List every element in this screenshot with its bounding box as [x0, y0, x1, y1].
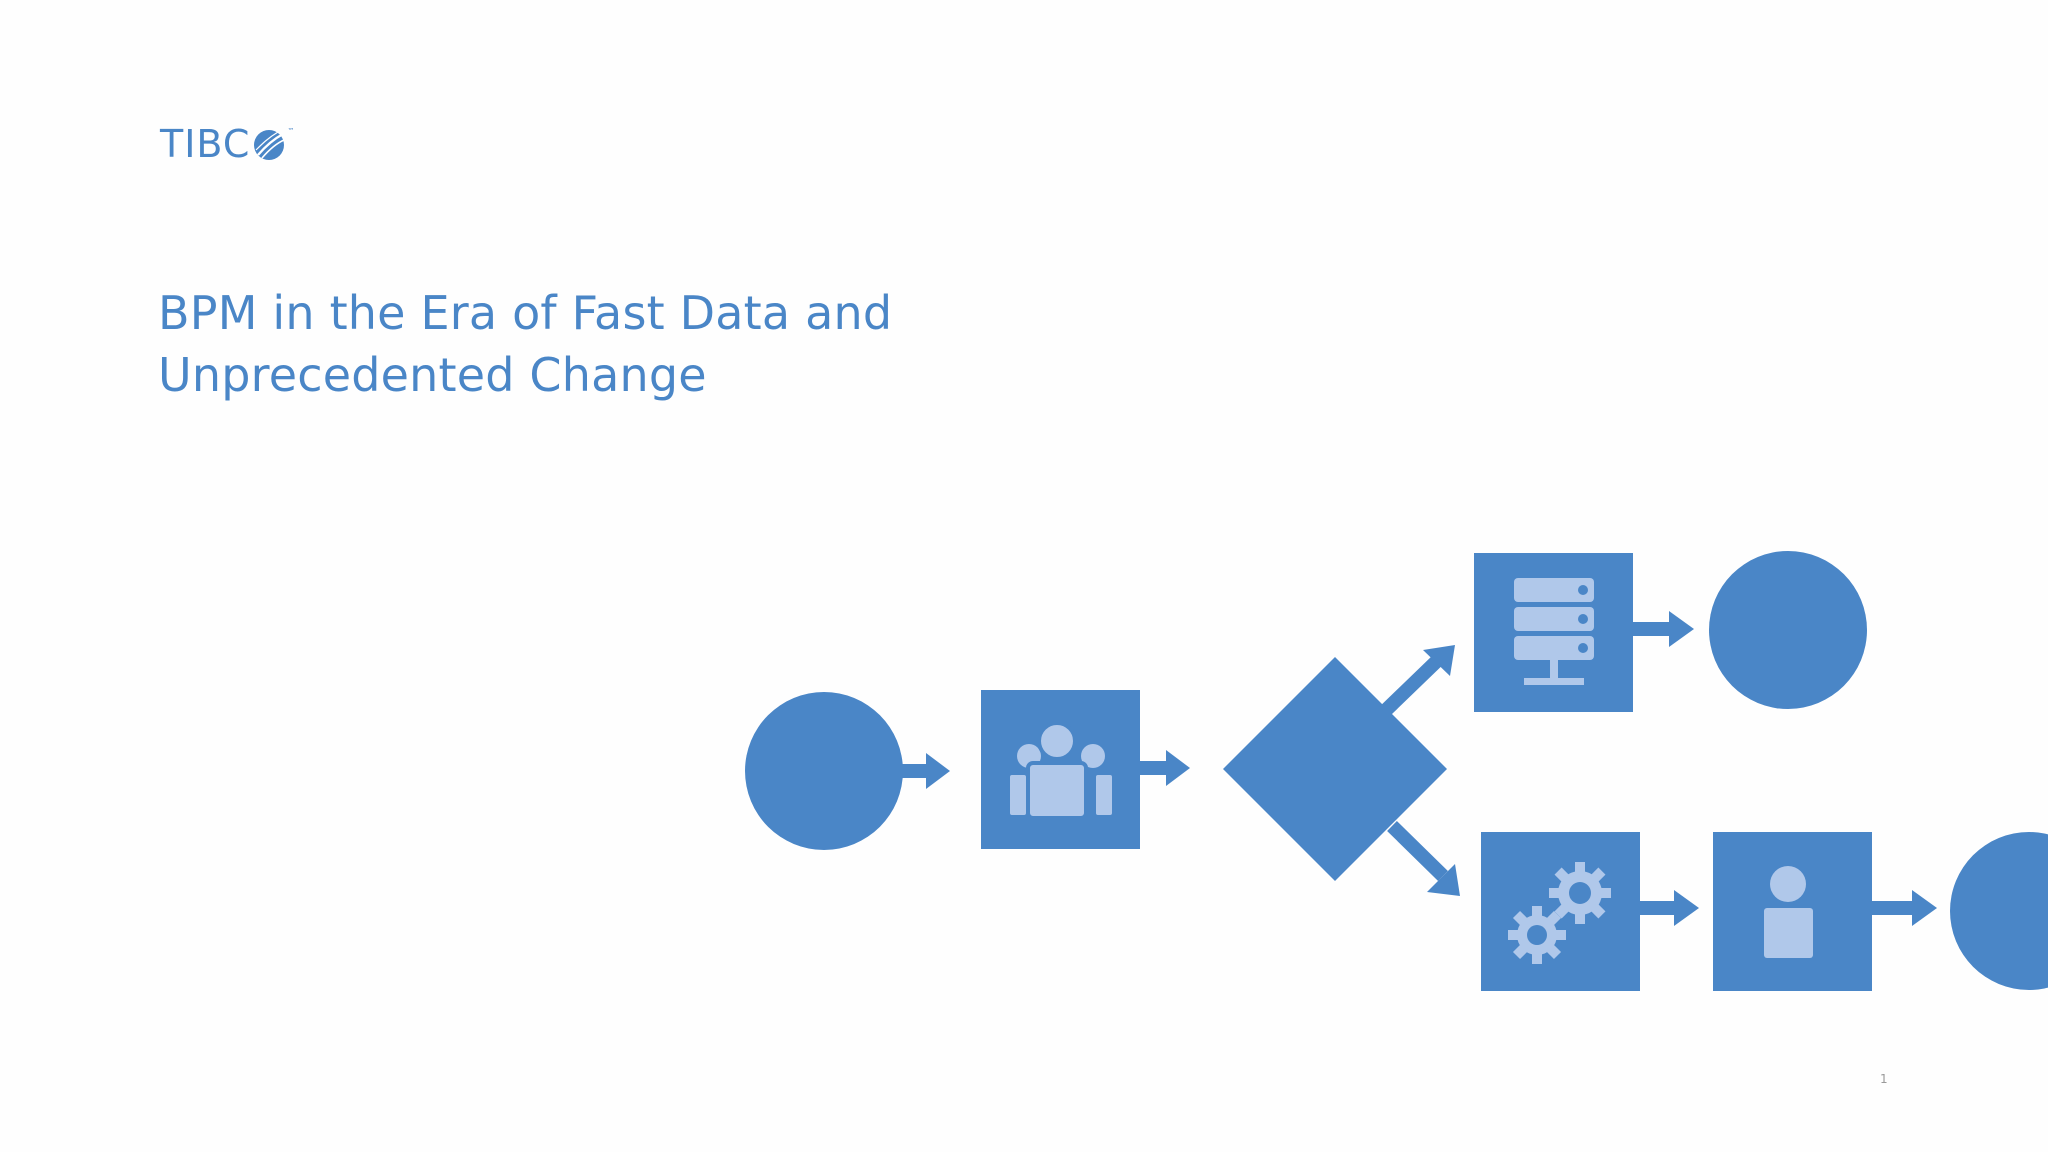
- gears-icon: [1508, 862, 1611, 964]
- server-icon: [1514, 578, 1594, 685]
- team-task-node: [981, 690, 1140, 849]
- tibco-ball-icon: [254, 130, 285, 160]
- user-icon: [1764, 866, 1813, 958]
- arrow-start-to-team: [900, 753, 950, 789]
- logo-trademark: ™: [287, 127, 295, 135]
- server-task-node: [1474, 553, 1633, 712]
- page-number: 1: [1880, 1072, 1888, 1086]
- start-event-circle: [745, 692, 903, 850]
- arrow-user-to-end: [1872, 890, 1937, 926]
- end-event-bottom-circle: [1950, 832, 2048, 990]
- arrow-server-to-end: [1633, 611, 1694, 647]
- arrow-team-to-gateway: [1140, 750, 1190, 786]
- slide-title-line-2: Unprecedented Change: [158, 348, 707, 402]
- slide-title: BPM in the Era of Fast Data and Unpreced…: [158, 282, 1158, 406]
- tibco-logo: TIBC ™: [160, 122, 294, 166]
- user-task-node: [1713, 832, 1872, 991]
- automated-task-node: [1481, 832, 1640, 991]
- arrow-gears-to-user: [1640, 890, 1699, 926]
- group-icon: [1010, 721, 1112, 820]
- logo-text: TIBC: [160, 122, 251, 166]
- arrow-gateway-to-gears: [1387, 821, 1460, 896]
- arrow-gateway-to-server: [1379, 645, 1455, 718]
- end-event-top-circle: [1709, 551, 1867, 709]
- slide-title-line-1: BPM in the Era of Fast Data and: [158, 286, 893, 340]
